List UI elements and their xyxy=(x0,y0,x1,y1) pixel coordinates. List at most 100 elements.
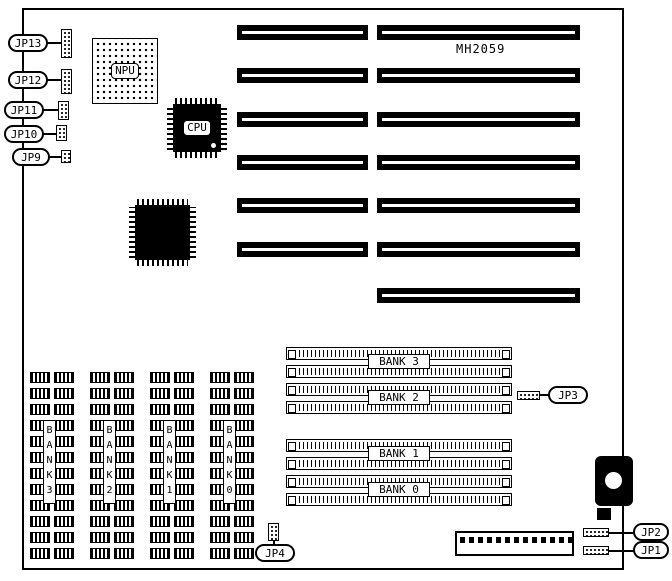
chipset-pins-left xyxy=(129,207,135,258)
dip-bank-2: BANK2 xyxy=(88,372,136,562)
isa-slot xyxy=(237,155,368,170)
dip-chip xyxy=(174,372,194,383)
din-connector-hole xyxy=(605,472,622,489)
dip-chip xyxy=(90,532,110,543)
dip-chip xyxy=(30,500,50,511)
dip-chip xyxy=(54,452,74,463)
dip-chip xyxy=(114,484,134,495)
jp3-callout: JP3 xyxy=(548,386,588,404)
cpu-label: CPU xyxy=(183,120,211,136)
cpu-pins-bottom xyxy=(175,152,219,158)
isa-slot xyxy=(377,25,580,40)
dip-chip xyxy=(90,404,110,415)
chipset-pins-bottom xyxy=(137,260,188,266)
simm-bank0-label: BANK 0 xyxy=(368,482,430,497)
dip-chip xyxy=(234,548,254,559)
chipset-pins-right xyxy=(190,207,196,258)
dip-chip xyxy=(30,516,50,527)
simm-bank2-label: BANK 2 xyxy=(368,390,430,405)
power-pin xyxy=(523,537,528,543)
dip-chip xyxy=(54,500,74,511)
dip-chip xyxy=(150,516,170,527)
dip-chip xyxy=(114,468,134,479)
pin1-dot xyxy=(211,143,216,148)
isa-slot-column-left xyxy=(237,25,368,260)
isa-slot xyxy=(377,288,580,303)
isa-slot xyxy=(377,112,580,127)
dip-chip xyxy=(54,548,74,559)
dip-chip xyxy=(174,532,194,543)
chipset-body xyxy=(135,205,190,260)
dip-chip xyxy=(174,452,194,463)
dip-chip xyxy=(150,404,170,415)
chipset-pins-top xyxy=(137,199,188,205)
dip-chip xyxy=(30,548,50,559)
dip-chip xyxy=(30,388,50,399)
dip-chip xyxy=(210,516,230,527)
dip-chip xyxy=(114,532,134,543)
dip-chip xyxy=(90,500,110,511)
isa-slot xyxy=(377,68,580,83)
dip-bank-3: BANK3 xyxy=(28,372,76,562)
jp13-callout: JP13 xyxy=(8,34,48,52)
dip-bank-1: BANK1 xyxy=(148,372,196,562)
connector-stub xyxy=(597,508,611,520)
npu-socket: NPU xyxy=(92,38,158,104)
cpu-body: CPU xyxy=(173,104,221,152)
power-pin xyxy=(514,537,519,543)
jp11-callout: JP11 xyxy=(4,101,44,119)
cpu-pins-left xyxy=(167,106,173,150)
jp10-pins xyxy=(56,125,67,141)
dip-chip xyxy=(174,468,194,479)
dip-chip xyxy=(174,404,194,415)
power-connector xyxy=(455,531,574,556)
dip-chip xyxy=(150,548,170,559)
jp3-pins xyxy=(517,391,540,400)
dip-chip xyxy=(210,372,230,383)
keyboard-din-connector xyxy=(595,456,633,506)
simm-bank-group-upper: BANK 3 BANK 2 xyxy=(286,347,512,414)
dip-chip xyxy=(234,500,254,511)
dip-chip xyxy=(114,548,134,559)
jp4-pins xyxy=(268,523,279,541)
jp13-pins xyxy=(61,29,72,58)
dip-chip xyxy=(234,484,254,495)
jp12-callout: JP12 xyxy=(8,71,48,89)
power-pin xyxy=(559,537,564,543)
power-pin xyxy=(460,537,465,543)
jp12-pins xyxy=(61,69,72,94)
isa-slot xyxy=(237,25,368,40)
dip-chip xyxy=(114,452,134,463)
power-pin xyxy=(550,537,555,543)
jp3-leader-line xyxy=(539,394,549,396)
jp9-leader-line xyxy=(48,156,62,158)
dip-chip xyxy=(234,532,254,543)
isa-slot xyxy=(237,198,368,213)
power-pin xyxy=(568,537,573,543)
jp4-callout: JP4 xyxy=(255,544,295,562)
jp11-pins xyxy=(58,101,69,120)
dip-chip xyxy=(54,468,74,479)
power-pin xyxy=(532,537,537,543)
jp12-leader-line xyxy=(46,79,62,81)
dip-chip xyxy=(174,436,194,447)
board-outline xyxy=(22,8,624,570)
dip-chip xyxy=(234,436,254,447)
power-pin xyxy=(496,537,501,543)
jp10-callout: JP10 xyxy=(4,125,44,143)
isa-slot xyxy=(237,112,368,127)
jp2-leader-line xyxy=(608,532,634,534)
dip-chip xyxy=(54,516,74,527)
jp4-leader-line xyxy=(273,540,275,546)
isa-slot xyxy=(377,198,580,213)
dip-chip xyxy=(210,404,230,415)
power-pin xyxy=(469,537,474,543)
jp1-pins xyxy=(583,546,609,555)
dip-bank0-label: BANK0 xyxy=(223,420,236,504)
npu-label: NPU xyxy=(111,63,139,79)
simm-bank3-label: BANK 3 xyxy=(368,354,430,369)
isa-slot xyxy=(237,68,368,83)
dip-chip xyxy=(114,516,134,527)
jp9-pins xyxy=(61,150,71,163)
